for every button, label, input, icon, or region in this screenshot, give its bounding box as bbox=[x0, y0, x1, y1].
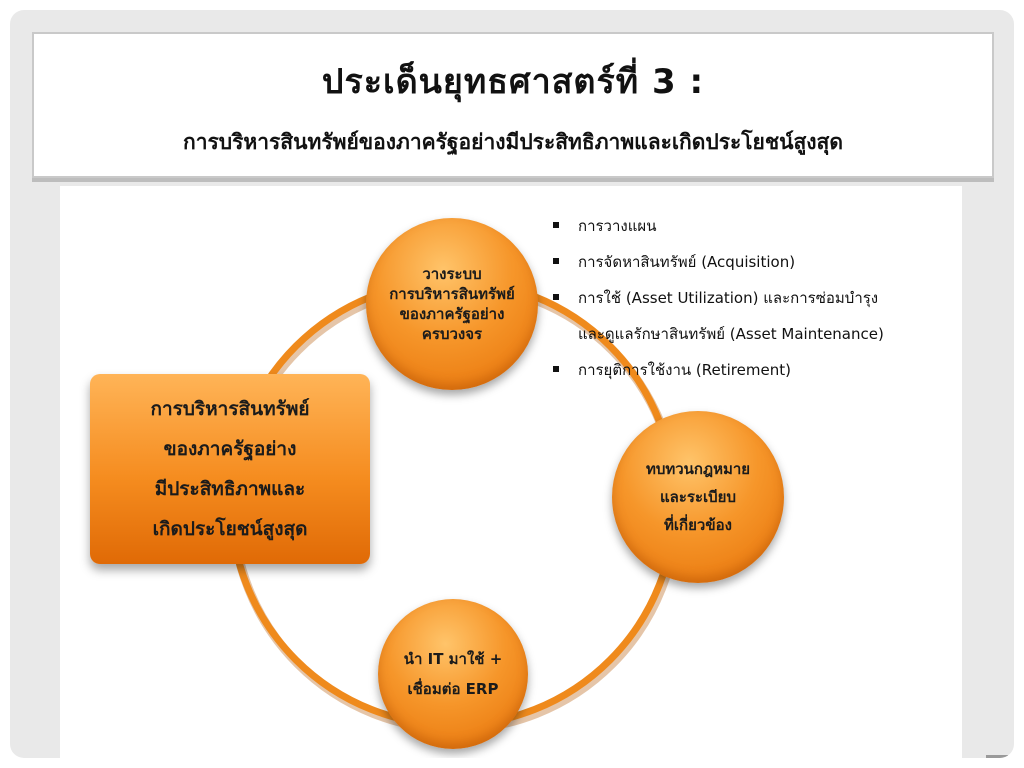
main-goal-box: การบริหารสินทรัพย์ ของภาครัฐอย่าง มีประส… bbox=[90, 374, 370, 564]
circle-label-line: และระเบียบ bbox=[660, 488, 736, 506]
circle-label-line: การบริหารสินทรัพย์ bbox=[389, 285, 515, 303]
bullet-square-icon bbox=[553, 294, 559, 300]
bullet-item-continuation: และดูแลรักษาสินทรัพย์ (Asset Maintenance… bbox=[550, 316, 884, 352]
bullet-square-icon bbox=[553, 222, 559, 228]
bullet-text: และดูแลรักษาสินทรัพย์ (Asset Maintenance… bbox=[578, 325, 884, 343]
circle-law-review: ทบทวนกฎหมาย และระเบียบ ที่เกี่ยวข้อง bbox=[612, 411, 784, 583]
circle-label-line: ครบวงจร bbox=[421, 325, 483, 343]
circle-label-line: ของภาครัฐอย่าง bbox=[399, 305, 505, 323]
circle-label-line: ทบทวนกฎหมาย bbox=[645, 460, 751, 478]
circle-label-line: เชื่อมต่อ ERP bbox=[407, 680, 499, 698]
slide-subtitle: การบริหารสินทรัพย์ของภาครัฐอย่างมีประสิท… bbox=[183, 130, 843, 154]
title-box: ประเด็นยุทธศาสตร์ที่ 3 : การบริหารสินทรั… bbox=[32, 32, 994, 182]
circle-asset-system: วางระบบ การบริหารสินทรัพย์ ของภาครัฐอย่า… bbox=[366, 218, 538, 390]
main-goal-line: มีประสิทธิภาพและ bbox=[154, 478, 306, 500]
lifecycle-bullet-list: การวางแผน การจัดหาสินทรัพย์ (Acquisition… bbox=[550, 208, 884, 388]
bullet-text: การวางแผน bbox=[578, 217, 657, 235]
bullet-item: การใช้ (Asset Utilization) และการซ่อมบำร… bbox=[550, 280, 884, 316]
main-goal-line: ของภาครัฐอย่าง bbox=[163, 438, 297, 460]
bullet-text: การยุติการใช้งาน (Retirement) bbox=[578, 361, 791, 379]
slide-corner-mark bbox=[986, 755, 1008, 758]
bullet-item: การยุติการใช้งาน (Retirement) bbox=[550, 352, 884, 388]
bullet-text: การจัดหาสินทรัพย์ (Acquisition) bbox=[578, 253, 796, 271]
circle-label-line: ที่เกี่ยวข้อง bbox=[664, 516, 732, 534]
bullet-square-icon bbox=[553, 366, 559, 372]
circle-it-erp: นำ IT มาใช้ + เชื่อมต่อ ERP bbox=[378, 599, 528, 749]
main-goal-line: การบริหารสินทรัพย์ bbox=[150, 398, 310, 420]
diagram-canvas: การบริหารสินทรัพย์ ของภาครัฐอย่าง มีประส… bbox=[60, 186, 962, 758]
main-goal-line: เกิดประโยชน์สูงสุด bbox=[152, 518, 308, 540]
slide: ประเด็นยุทธศาสตร์ที่ 3 : การบริหารสินทรั… bbox=[10, 10, 1014, 758]
circle-label-line: นำ IT มาใช้ + bbox=[403, 650, 503, 668]
bullet-item: การจัดหาสินทรัพย์ (Acquisition) bbox=[550, 244, 884, 280]
bullet-square-icon bbox=[553, 258, 559, 264]
slide-title: ประเด็นยุทธศาสตร์ที่ 3 : bbox=[321, 62, 705, 102]
bullet-item: การวางแผน bbox=[550, 208, 884, 244]
circle-label-line: วางระบบ bbox=[422, 265, 482, 283]
bullet-text: การใช้ (Asset Utilization) และการซ่อมบำร… bbox=[578, 289, 879, 307]
